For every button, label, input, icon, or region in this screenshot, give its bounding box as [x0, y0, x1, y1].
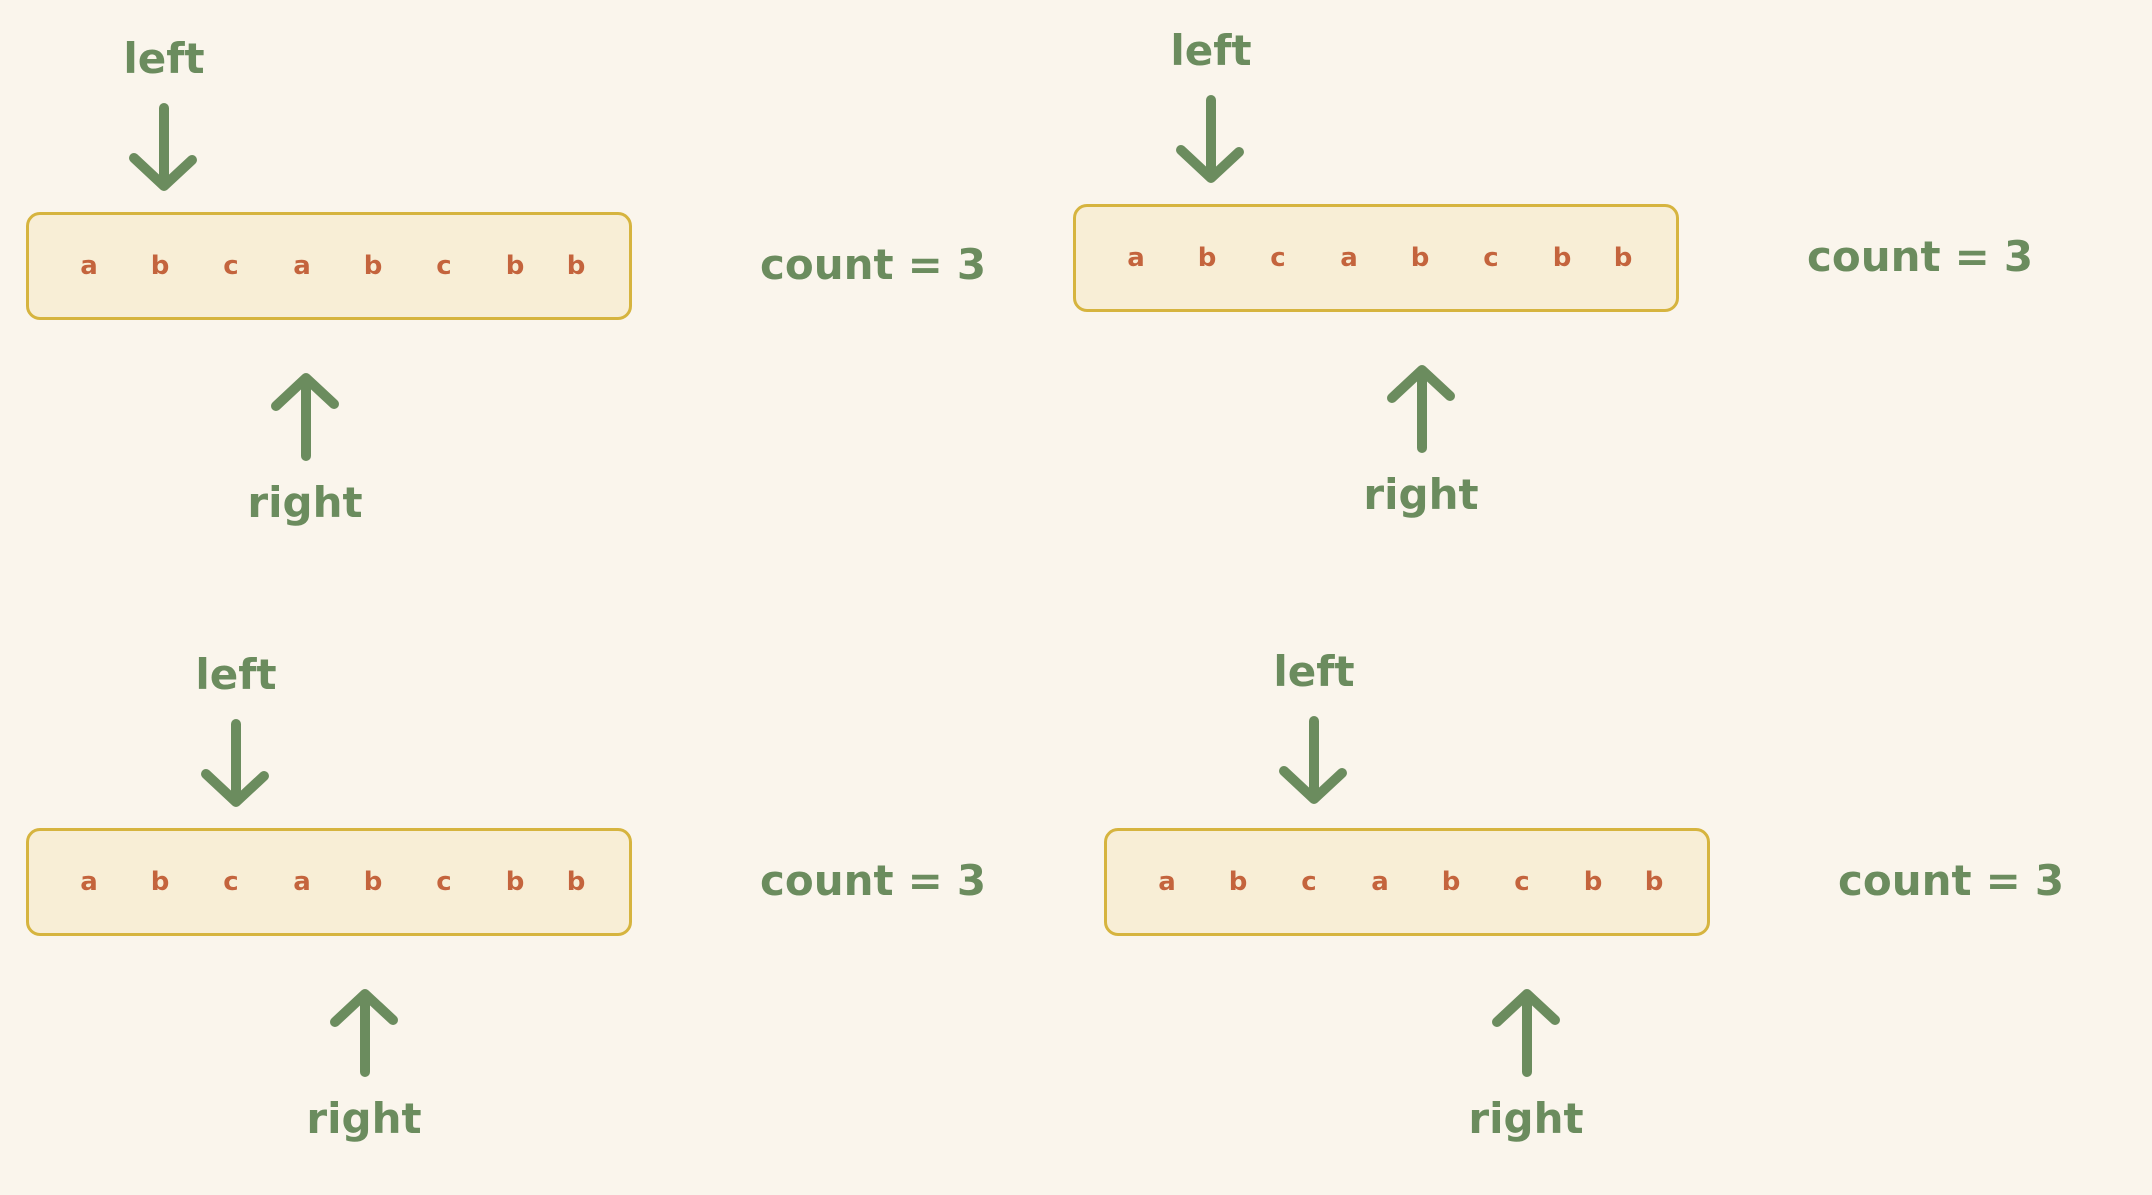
string-strip: a b c a b c b b	[1073, 204, 1679, 312]
right-pointer-label: right	[1363, 470, 1479, 519]
string-char: c	[1514, 867, 1530, 897]
string-char: b	[1583, 867, 1603, 897]
left-pointer-arrow-icon	[1279, 716, 1347, 804]
string-char: c	[436, 867, 452, 897]
string-char: a	[1127, 243, 1145, 273]
string-char: b	[566, 251, 586, 281]
string-char: a	[80, 251, 98, 281]
string-char: a	[1371, 867, 1389, 897]
string-char: a	[1158, 867, 1176, 897]
string-char: b	[150, 867, 170, 897]
string-char: b	[1441, 867, 1461, 897]
string-char: b	[1228, 867, 1248, 897]
right-pointer-arrow-icon	[1387, 365, 1455, 453]
count-label: count	[1807, 232, 1941, 281]
string-char: a	[80, 867, 98, 897]
string-char: b	[505, 867, 525, 897]
string-strip: a b c a b c b b	[26, 212, 632, 320]
string-char: b	[1410, 243, 1430, 273]
string-char: b	[363, 867, 383, 897]
string-char: b	[1197, 243, 1217, 273]
string-char: b	[566, 867, 586, 897]
right-pointer-label: right	[247, 478, 363, 527]
left-pointer-arrow-icon	[129, 103, 197, 191]
step-panel-3: left a b c a b c b b right count=3	[26, 646, 1026, 1166]
step-panel-1: left a b c a b c b b right count=3	[26, 30, 1026, 550]
count-label: count	[760, 856, 894, 905]
count-label: count	[760, 240, 894, 289]
count-value: 3	[2003, 232, 2034, 281]
string-char: b	[1552, 243, 1572, 273]
right-pointer-label: right	[1468, 1094, 1584, 1143]
count-readout: count=3	[760, 240, 987, 289]
count-readout: count=3	[760, 856, 987, 905]
left-pointer-label: left	[1170, 26, 1252, 75]
left-pointer-arrow-icon	[1176, 95, 1244, 183]
string-strip: a b c a b c b b	[1104, 828, 1710, 936]
right-pointer-arrow-icon	[330, 989, 398, 1077]
right-pointer-arrow-icon	[1492, 989, 1560, 1077]
step-panel-4: left a b c a b c b b right count=3	[1104, 643, 2104, 1163]
right-pointer-label: right	[306, 1094, 422, 1143]
string-char: c	[1301, 867, 1317, 897]
string-char: b	[150, 251, 170, 281]
string-char: c	[1483, 243, 1499, 273]
step-panel-2: left a b c a b c b b right count=3	[1073, 22, 2073, 542]
count-readout: count=3	[1838, 856, 2065, 905]
left-pointer-label: left	[195, 650, 277, 699]
left-pointer-label: left	[1273, 647, 1355, 696]
string-strip: a b c a b c b b	[26, 828, 632, 936]
string-char: c	[223, 867, 239, 897]
string-char: b	[1613, 243, 1633, 273]
count-readout: count=3	[1807, 232, 2034, 281]
string-char: a	[293, 867, 311, 897]
left-pointer-label: left	[123, 34, 205, 83]
string-char: a	[1340, 243, 1358, 273]
count-value: 3	[956, 856, 987, 905]
count-value: 3	[956, 240, 987, 289]
string-char: a	[293, 251, 311, 281]
left-pointer-arrow-icon	[201, 719, 269, 807]
string-char: b	[505, 251, 525, 281]
right-pointer-arrow-icon	[271, 373, 339, 461]
string-char: c	[223, 251, 239, 281]
count-value: 3	[2034, 856, 2065, 905]
string-char: c	[1270, 243, 1286, 273]
string-char: c	[436, 251, 452, 281]
string-char: b	[1644, 867, 1664, 897]
string-char: b	[363, 251, 383, 281]
count-label: count	[1838, 856, 1972, 905]
